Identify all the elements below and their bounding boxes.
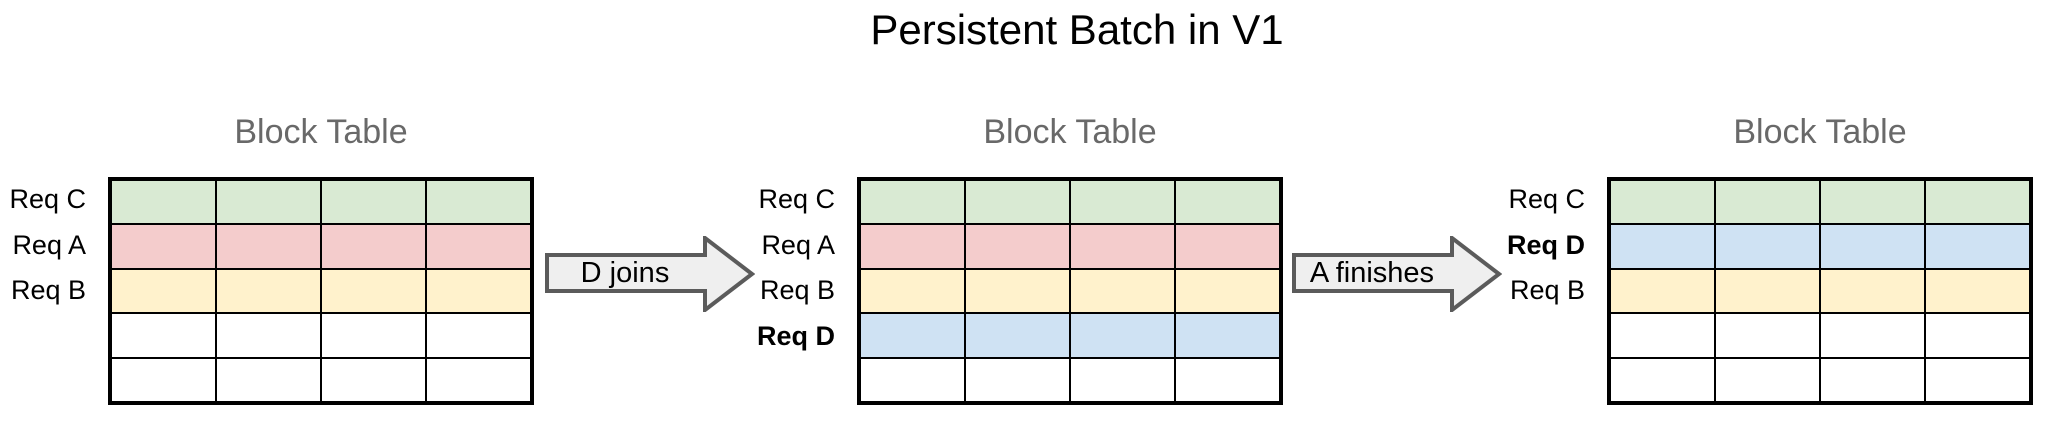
arrow-label-a-finishes: A finishes: [1309, 257, 1435, 289]
block-cell: [965, 313, 1070, 358]
block-cell: [1820, 357, 1925, 402]
block-cell: [860, 357, 965, 402]
block-cell: [1820, 180, 1925, 225]
row-label-req-d: Req D: [1506, 229, 1585, 260]
block-cell: [426, 268, 531, 314]
right-arrow-icon: [1292, 236, 1502, 312]
block-cell: [1070, 224, 1175, 269]
block-cell: [216, 224, 321, 269]
block-cell: [216, 357, 321, 402]
block-cell: [1175, 313, 1280, 358]
page-title: Persistent Batch in V1: [870, 6, 1284, 53]
block-cell: [1175, 357, 1280, 402]
block-cell: [1715, 268, 1820, 314]
row-label-req-c: Req C: [758, 184, 835, 215]
block-cell: [321, 313, 426, 358]
block-cell: [965, 357, 1070, 402]
block-cell: [321, 357, 426, 402]
block-cell: [1820, 313, 1925, 358]
arrow-a-finishes: A finishes: [1292, 236, 1502, 312]
block-cell: [1715, 313, 1820, 358]
row-labels: Req C Req A Req B Req D: [657, 177, 835, 405]
block-cell: [1610, 268, 1715, 314]
block-cell: [1925, 313, 2030, 358]
row-label-req-b: Req B: [1509, 275, 1585, 306]
block-cell: [1070, 180, 1175, 225]
block-cell: [1610, 357, 1715, 402]
row-labels: Req C Req A Req B: [0, 177, 86, 405]
block-cell: [1070, 313, 1175, 358]
block-table-title: Block Table: [1733, 113, 1907, 151]
block-cell: [426, 313, 531, 358]
block-cell: [1610, 224, 1715, 269]
row-label-req-a: Req A: [761, 229, 835, 260]
arrow-label-d-joins: D joins: [580, 257, 670, 289]
block-cell: [860, 180, 965, 225]
block-table-grid: [108, 177, 534, 405]
block-cell: [1175, 224, 1280, 269]
block-table-title: Block Table: [234, 113, 408, 151]
block-cell: [321, 224, 426, 269]
block-cell: [321, 268, 426, 314]
block-cell: [1820, 268, 1925, 314]
row-labels: Req C Req D Req B: [1407, 177, 1585, 405]
row-label-req-d: Req D: [756, 321, 835, 352]
block-cell: [860, 313, 965, 358]
block-cell: [1070, 268, 1175, 314]
block-cell: [216, 268, 321, 314]
row-label-req-b: Req B: [759, 275, 835, 306]
row-label-req-a: Req A: [12, 229, 86, 260]
block-cell: [426, 224, 531, 269]
block-table-title: Block Table: [983, 113, 1157, 151]
block-cell: [111, 357, 216, 402]
block-table-grid: [1607, 177, 2033, 405]
block-cell: [426, 180, 531, 225]
right-arrow-icon: [545, 236, 755, 312]
block-cell: [1925, 357, 2030, 402]
block-cell: [1925, 268, 2030, 314]
panel-before-d-joins: Block Table Req C Req A Req B: [9, 110, 534, 410]
block-cell: [1715, 180, 1820, 225]
panel-after-d-joins: Block Table Req C Req A Req B Req D: [757, 110, 1283, 410]
block-cell: [860, 268, 965, 314]
block-cell: [216, 180, 321, 225]
block-cell: [321, 180, 426, 225]
panel-after-a-finishes: Block Table Req C Req D Req B: [1507, 110, 2033, 410]
block-cell: [1715, 357, 1820, 402]
block-cell: [965, 268, 1070, 314]
block-cell: [1175, 268, 1280, 314]
block-cell: [1715, 224, 1820, 269]
block-cell: [965, 224, 1070, 269]
block-cell: [1925, 224, 2030, 269]
block-cell: [1820, 224, 1925, 269]
arrow-d-joins: D joins: [545, 236, 755, 312]
block-cell: [965, 180, 1070, 225]
block-cell: [111, 224, 216, 269]
block-cell: [426, 357, 531, 402]
row-label-req-c: Req C: [1508, 184, 1585, 215]
row-label-req-c: Req C: [9, 184, 86, 215]
block-cell: [1175, 180, 1280, 225]
block-cell: [1610, 313, 1715, 358]
block-cell: [216, 313, 321, 358]
block-cell: [860, 224, 965, 269]
block-cell: [1070, 357, 1175, 402]
block-cell: [111, 313, 216, 358]
block-table-grid: [857, 177, 1283, 405]
block-cell: [1610, 180, 1715, 225]
block-cell: [111, 268, 216, 314]
block-cell: [111, 180, 216, 225]
block-cell: [1925, 180, 2030, 225]
row-label-req-b: Req B: [10, 275, 86, 306]
